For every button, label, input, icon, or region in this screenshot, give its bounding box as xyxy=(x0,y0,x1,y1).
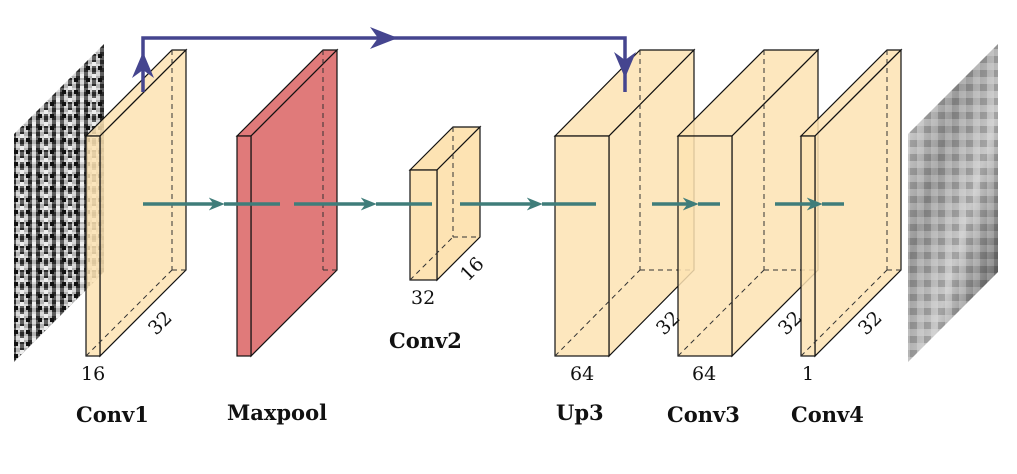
conv3-channels: 64 xyxy=(692,363,716,385)
conv2-block xyxy=(408,125,482,282)
label-conv4: Conv4 xyxy=(791,402,864,427)
skip-arrow-down xyxy=(614,52,636,78)
skip-connection xyxy=(132,27,636,92)
conv2-channels: 32 xyxy=(411,287,435,309)
conv4-channels: 1 xyxy=(802,363,814,385)
input-image xyxy=(14,44,104,362)
conv2-size: 16 xyxy=(456,253,489,286)
label-up3: Up3 xyxy=(556,400,604,425)
conv1-size: 32 xyxy=(144,307,177,340)
label-conv1: Conv1 xyxy=(76,402,149,427)
up3-channels: 64 xyxy=(570,363,594,385)
up3-block xyxy=(553,48,696,358)
output-image xyxy=(908,44,998,362)
label-conv2: Conv2 xyxy=(389,328,462,353)
conv4-block xyxy=(799,48,903,358)
skip-arrow-up xyxy=(132,52,154,78)
label-maxpool: Maxpool xyxy=(227,400,327,425)
label-conv3: Conv3 xyxy=(667,402,740,427)
skip-arrow-mid xyxy=(370,27,398,49)
conv1-channels: 16 xyxy=(81,363,105,385)
